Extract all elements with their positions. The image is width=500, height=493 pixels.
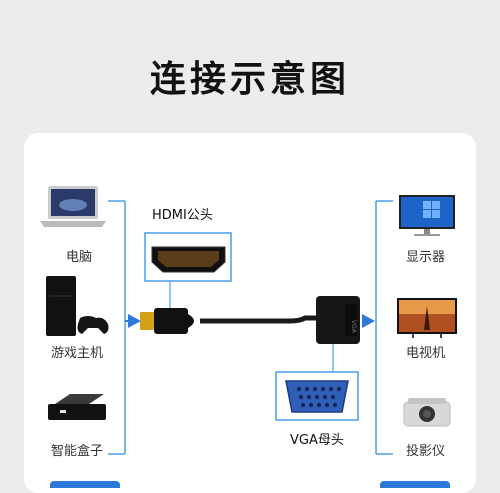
bottom-bar-left bbox=[50, 481, 120, 488]
hdmi-label: HDMI公头 bbox=[152, 208, 213, 223]
device-label-game-console: 游戏主机 bbox=[51, 346, 104, 361]
device-label-projector: 投影仪 bbox=[406, 444, 446, 459]
smart-box-icon bbox=[48, 394, 106, 420]
svg-text:VGA: VGA bbox=[350, 320, 357, 334]
game-console-icon bbox=[46, 276, 109, 336]
tv-icon bbox=[397, 298, 457, 338]
device-label-smart-box: 智能盒子 bbox=[51, 444, 104, 459]
page-title: 连接示意图 bbox=[149, 59, 350, 100]
hdmi-port-box bbox=[144, 232, 232, 308]
device-label-computer: 电脑 bbox=[66, 250, 93, 265]
adapter-cable: VGA bbox=[140, 296, 360, 372]
bottom-bar-right bbox=[380, 481, 450, 488]
laptop-icon bbox=[40, 186, 106, 227]
projector-icon bbox=[403, 398, 451, 427]
left-bracket bbox=[108, 200, 141, 455]
right-bracket bbox=[362, 200, 393, 455]
device-label-monitor: 显示器 bbox=[406, 250, 446, 265]
monitor-icon bbox=[399, 195, 455, 236]
vga-port-box bbox=[275, 371, 359, 421]
vga-label: VGA母头 bbox=[290, 433, 344, 448]
device-label-tv: 电视机 bbox=[406, 346, 446, 361]
